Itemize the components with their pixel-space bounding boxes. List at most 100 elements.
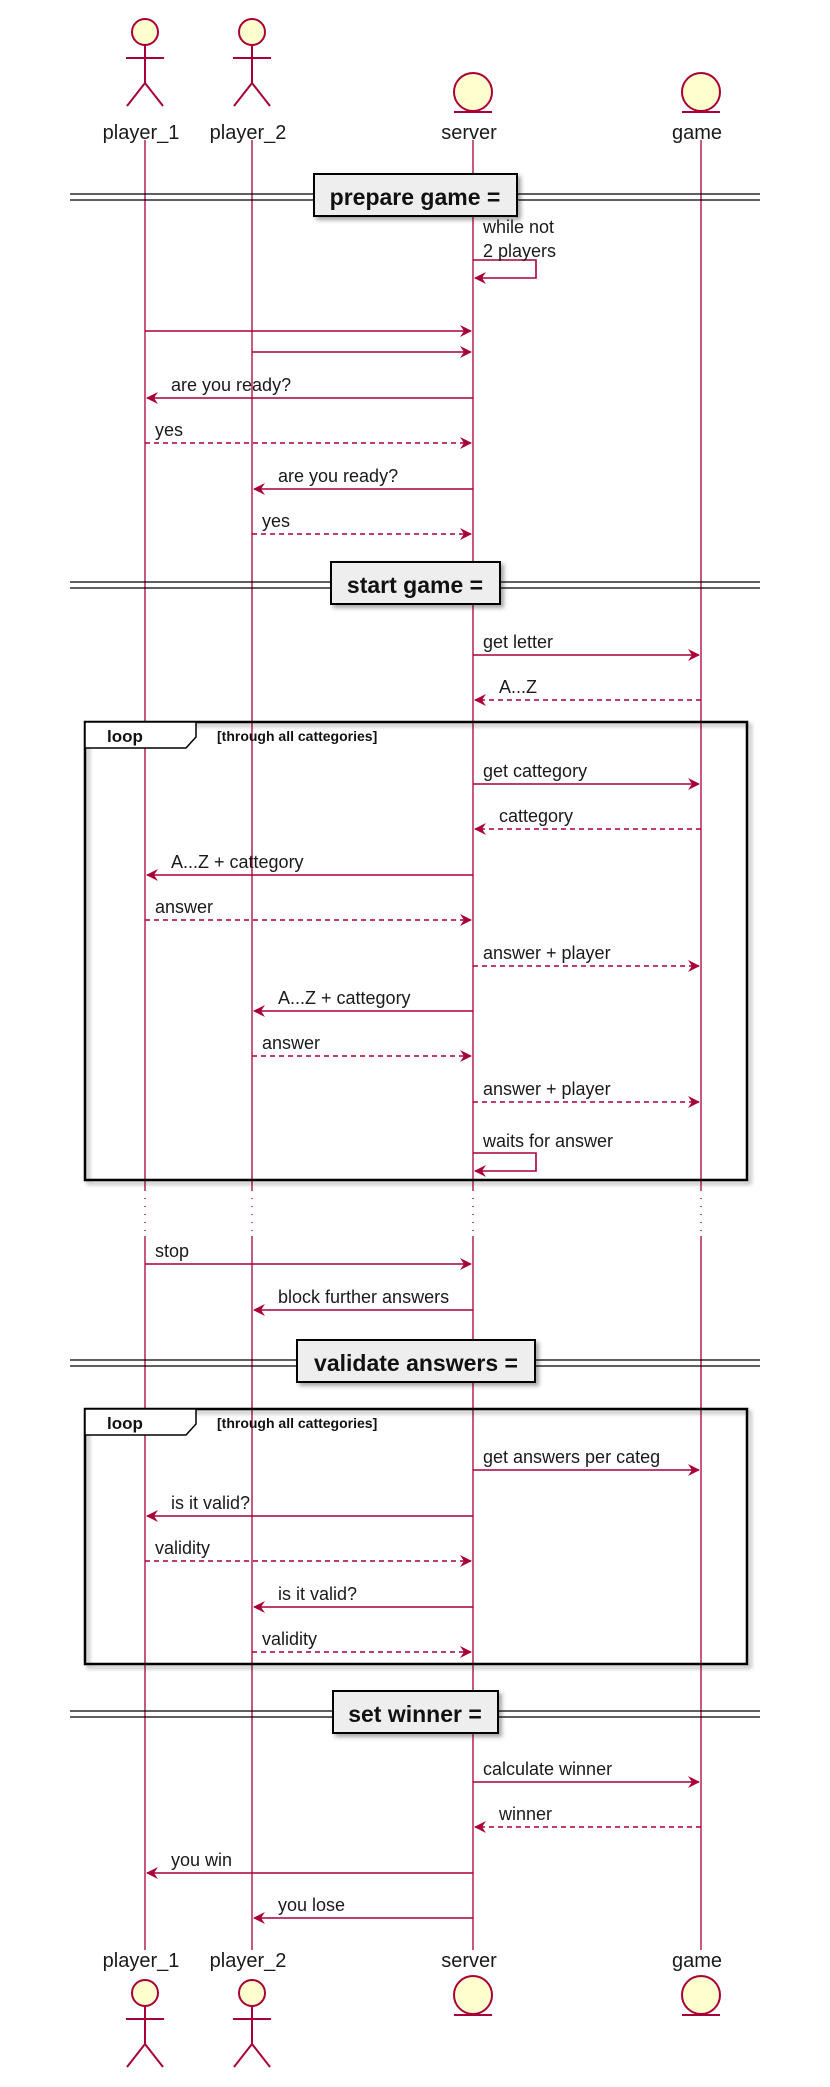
message-label: while not	[482, 217, 554, 237]
message: A...Z + cattegory	[146, 852, 473, 881]
loop-label: loop	[107, 1414, 143, 1433]
actor-head-icon	[238, 1979, 266, 2007]
message: is it valid?	[146, 1493, 473, 1522]
actor-head-icon	[131, 1979, 159, 2007]
participant-label: player_2	[210, 122, 287, 144]
divider-title: start game =	[347, 572, 483, 598]
message-label: A...Z + cattegory	[278, 988, 411, 1008]
message-label: is it valid?	[171, 1493, 250, 1513]
participant-label: game	[672, 1950, 722, 1972]
divider-validate-answers: validate answers =	[70, 1339, 760, 1383]
message-label: validity	[262, 1629, 317, 1649]
message-label: waits for answer	[482, 1131, 613, 1151]
message: validity	[145, 1538, 472, 1567]
message-label: A...Z	[499, 677, 537, 697]
message-arrow	[473, 259, 537, 284]
entity-icon	[453, 1975, 493, 2015]
divider-box	[330, 561, 501, 605]
message-label: you win	[171, 1850, 232, 1870]
participant-label: server	[441, 1950, 497, 1972]
message-label: is it valid?	[278, 1584, 357, 1604]
message: you win	[146, 1850, 473, 1879]
message: answer + player	[473, 1079, 700, 1108]
message: while not 2 players	[473, 217, 556, 284]
divider-title: prepare game =	[330, 184, 501, 210]
actor-body-icon	[126, 2006, 164, 2068]
message: you lose	[253, 1895, 473, 1924]
message-label: winner	[498, 1804, 552, 1824]
participant-label: player_2	[210, 1950, 287, 1972]
message-label: answer + player	[483, 943, 611, 963]
message-label: block further answers	[278, 1287, 449, 1307]
delay-gap	[120, 1190, 730, 1236]
entity-icon	[453, 72, 493, 112]
divider-box	[332, 1690, 499, 1734]
message: cattegory	[474, 806, 701, 835]
participant-game-bottom: game	[672, 1950, 722, 2016]
actor-head-icon	[238, 18, 266, 46]
message-label: answer + player	[483, 1079, 611, 1099]
participant-label: game	[672, 122, 722, 144]
loop-condition: [through all cattegories]	[217, 1415, 377, 1431]
message: A...Z + cattegory	[253, 988, 473, 1017]
message: answer	[145, 897, 472, 926]
message-label: validity	[155, 1538, 210, 1558]
message-label: cattegory	[499, 806, 573, 826]
loop-tab	[84, 721, 197, 749]
message: calculate winner	[473, 1759, 700, 1788]
actor-head-icon	[131, 18, 159, 46]
participant-player-1-bottom: player_1	[103, 1950, 180, 2068]
divider-title: set winner =	[348, 1701, 482, 1727]
message: stop	[145, 1241, 472, 1270]
participant-label: player_1	[103, 122, 180, 144]
message: get answers per categ	[473, 1447, 700, 1476]
message: winner	[474, 1804, 701, 1833]
divider-start-game: start game =	[70, 561, 760, 605]
message: yes	[145, 420, 472, 449]
loop-frame-border	[83, 720, 749, 1182]
message-label: get cattegory	[483, 761, 587, 781]
message: get cattegory	[473, 761, 700, 790]
divider-box	[296, 1339, 536, 1383]
entity-icon	[681, 1975, 721, 2015]
message: block further answers	[253, 1287, 473, 1316]
message-label: A...Z + cattegory	[171, 852, 304, 872]
message-label: are you ready?	[171, 375, 291, 395]
message-label: are you ready?	[278, 466, 398, 486]
actor-body-icon	[233, 2006, 271, 2068]
message-label: answer	[262, 1033, 320, 1053]
message: get letter	[473, 632, 700, 661]
messages: while not 2 players are you ready? yes ar…	[145, 217, 701, 1924]
message-label: calculate winner	[483, 1759, 612, 1779]
message: A...Z	[474, 677, 701, 706]
entity-icon	[681, 72, 721, 112]
loop-frame-2: loop [through all cattegories]	[83, 1407, 749, 1666]
message: answer	[252, 1033, 472, 1062]
participant-label: server	[441, 122, 497, 144]
lifelines	[120, 140, 730, 1950]
divider-prepare-game: prepare game =	[70, 173, 760, 217]
message-label: yes	[262, 511, 290, 531]
message: is it valid?	[253, 1584, 473, 1613]
loop-label: loop	[107, 727, 143, 746]
participant-server-bottom: server	[441, 1950, 497, 2016]
actor-body-icon	[126, 45, 164, 107]
divider-box	[313, 173, 518, 217]
participant-label: player_1	[103, 1950, 180, 1972]
message: are you ready?	[253, 466, 473, 495]
participant-game-top: game	[672, 72, 722, 144]
participant-player-1-top: player_1	[103, 18, 180, 144]
message-label: you lose	[278, 1895, 345, 1915]
participant-player-2-top: player_2	[210, 18, 287, 144]
message-label: get answers per categ	[483, 1447, 660, 1467]
message-label: answer	[155, 897, 213, 917]
divider-set-winner: set winner =	[70, 1690, 760, 1734]
loop-frame-border	[83, 1407, 749, 1666]
message: waits for answer	[473, 1131, 613, 1177]
message-label: get letter	[483, 632, 553, 652]
loop-tab	[84, 1408, 197, 1436]
message-label-line-2: 2 players	[483, 241, 556, 261]
message: answer + player	[473, 943, 700, 972]
message: are you ready?	[146, 375, 473, 404]
